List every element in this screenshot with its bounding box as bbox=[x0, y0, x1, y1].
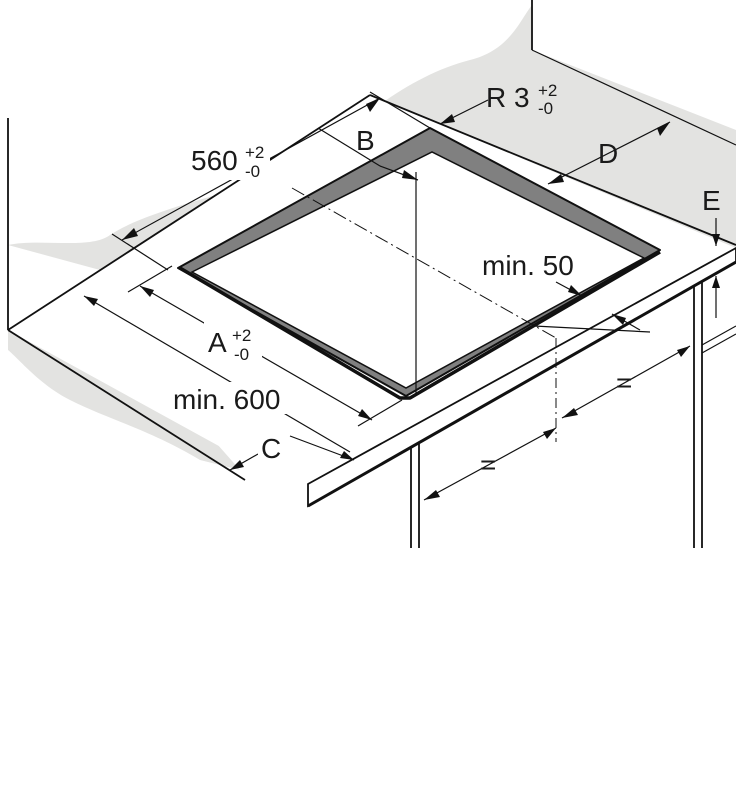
label-560-tol-minus: -0 bbox=[245, 162, 260, 181]
label-d: D bbox=[598, 138, 618, 169]
dim-eq1-arrow-right bbox=[543, 428, 556, 439]
dim-eq2-arrow-right bbox=[677, 346, 690, 357]
label-c: C bbox=[261, 433, 281, 464]
dim-560-ext-right bbox=[369, 91, 431, 129]
dim-560-arrow-right bbox=[366, 98, 380, 112]
worktop-back-edge bbox=[7, 94, 371, 331]
label-560-tol-plus: +2 bbox=[245, 143, 264, 162]
dim-d-arrow-right bbox=[657, 122, 670, 136]
dim-b-ext bbox=[317, 127, 381, 167]
wall-shade bbox=[8, 5, 736, 270]
label-r3: R 3 bbox=[486, 82, 530, 113]
dim-c-arrow-b bbox=[340, 451, 354, 460]
dim-560-arrow-left bbox=[122, 228, 138, 240]
dim-eq1-line bbox=[423, 427, 557, 501]
label-b: B bbox=[356, 125, 375, 156]
dim-b-arrow bbox=[402, 170, 418, 180]
dim-min50-arrow-a bbox=[568, 285, 582, 296]
label-560: 560 bbox=[191, 145, 238, 176]
label-min600-bg bbox=[170, 382, 298, 414]
dim-600-arrow-left bbox=[84, 296, 98, 306]
back-wall-base bbox=[531, 49, 736, 146]
label-equal-1: = bbox=[480, 449, 496, 480]
cutout-inner bbox=[190, 151, 646, 389]
label-a-bg bbox=[204, 322, 262, 364]
dim-a-arrow-right bbox=[358, 409, 372, 420]
label-min50: min. 50 bbox=[482, 250, 574, 281]
cutout-front-edge bbox=[179, 250, 661, 400]
worktop-front-face bbox=[307, 246, 736, 508]
dim-min50-ext bbox=[533, 325, 651, 333]
worktop-back-edge-2 bbox=[369, 94, 736, 246]
label-a-tol-plus: +2 bbox=[232, 326, 251, 345]
dim-560-ext-left bbox=[111, 233, 169, 271]
dim-eq2-line bbox=[561, 345, 691, 419]
label-560-bg bbox=[188, 140, 270, 180]
label-equal-2: = bbox=[616, 367, 632, 398]
dim-c-arrow-a bbox=[230, 460, 244, 470]
cabinet-right-rail-2 bbox=[701, 333, 736, 354]
dim-a-ext-left bbox=[127, 265, 173, 293]
dim-min50-arrow-b bbox=[612, 314, 626, 325]
dim-d-arrow-left bbox=[548, 174, 564, 184]
dim-eq1-arrow-left bbox=[424, 490, 440, 500]
dim-eq2-arrow-left bbox=[562, 408, 578, 418]
label-c-bg bbox=[258, 432, 288, 464]
dim-r-arrow bbox=[440, 114, 455, 124]
label-min600: min. 600 bbox=[173, 384, 280, 415]
label-a-tol-minus: -0 bbox=[234, 345, 249, 364]
label-a: A bbox=[208, 327, 227, 358]
dim-d-line bbox=[547, 121, 671, 185]
dim-a-ext-right bbox=[357, 399, 403, 427]
cabinet-right-rail bbox=[701, 325, 736, 346]
dim-e-arrow-top bbox=[712, 234, 720, 246]
worktop-front-bottom bbox=[307, 260, 736, 508]
label-r3-tol-plus: +2 bbox=[538, 81, 557, 100]
dim-a-arrow-left bbox=[140, 286, 154, 297]
centre-line bbox=[291, 187, 557, 339]
worktop-left-edge bbox=[7, 329, 246, 481]
dim-600-line bbox=[83, 295, 351, 453]
label-e: E bbox=[702, 185, 721, 216]
label-r3-tol-minus: -0 bbox=[538, 99, 553, 118]
dim-e-arrow-bottom bbox=[712, 276, 720, 288]
